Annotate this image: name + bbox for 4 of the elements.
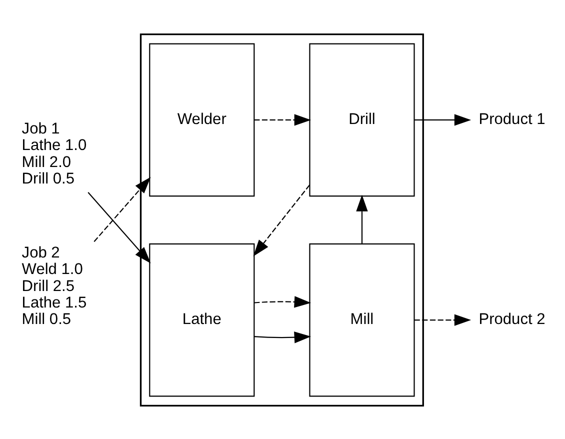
node-text: Job 1 Lathe 1.0 Mill 2.0 Drill 0.5 xyxy=(22,120,87,188)
node-text: Job 2 Weld 1.0 Drill 2.5 Lathe 1.5 Mill 0.5 xyxy=(22,244,87,328)
node-text: Product 2 xyxy=(478,310,546,328)
node-text: Product 1 xyxy=(478,110,546,128)
